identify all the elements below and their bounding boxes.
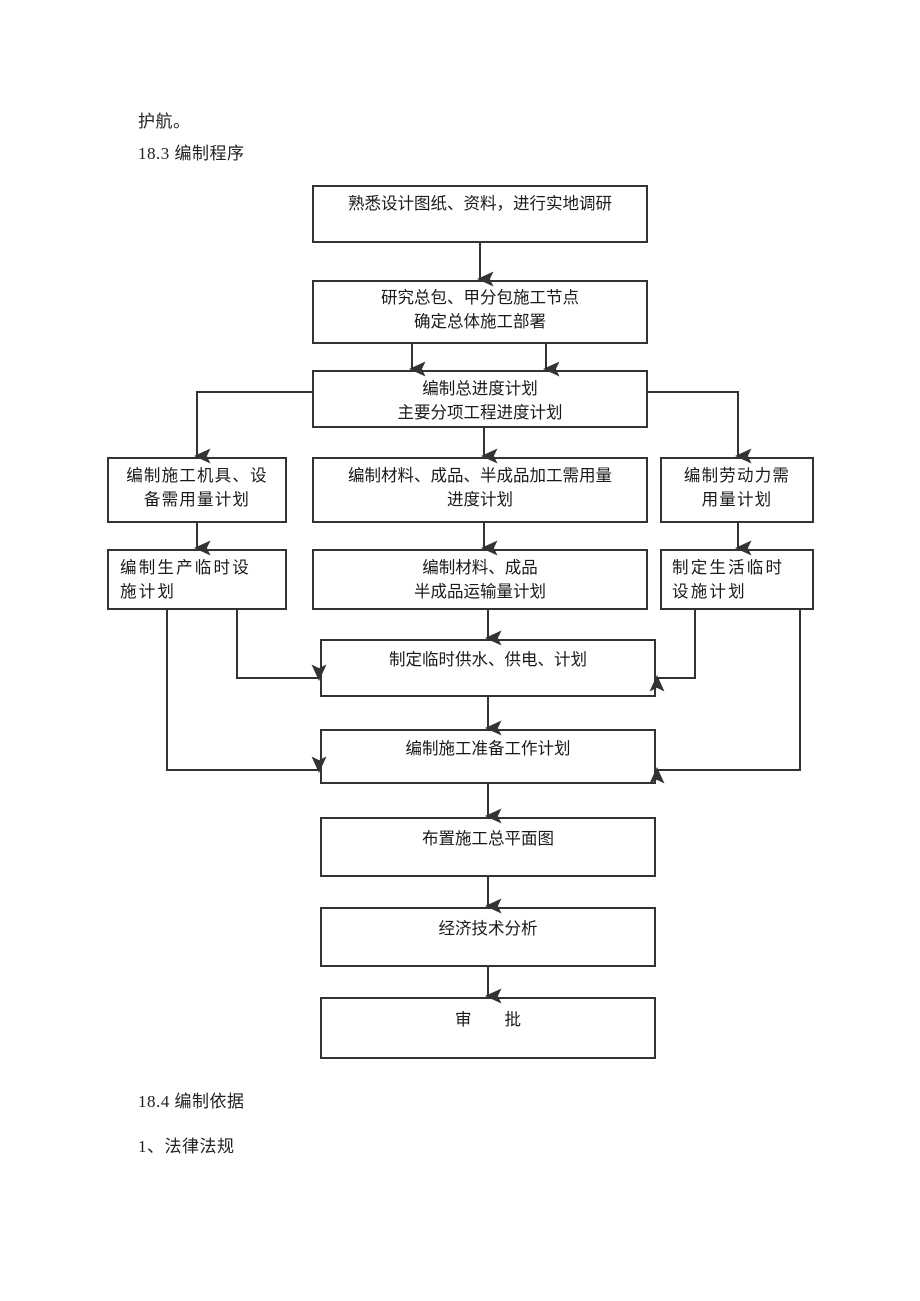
connector-n9-n11 [649, 609, 801, 784]
node-box-n9 [660, 549, 814, 610]
node-box-n14 [320, 997, 656, 1059]
node-box-n5 [312, 457, 648, 523]
list-item-legal-regulations: 1、法律法规 [138, 1137, 235, 1156]
connector-n3-n4 [194, 391, 313, 464]
node-box-n6 [660, 457, 814, 523]
heading-section-18-4: 18.4 编制依据 [138, 1092, 245, 1111]
connector-n3-n6 [647, 391, 752, 464]
node-box-n7 [107, 549, 287, 610]
node-box-n12 [320, 817, 656, 877]
connector-n7-n11 [166, 609, 327, 773]
node-box-n3 [312, 370, 648, 428]
node-box-n4 [107, 457, 287, 523]
node-box-n1 [312, 185, 648, 243]
node-box-n8 [312, 549, 648, 610]
connector-n7-n10 [236, 609, 327, 681]
paragraph-top-fragment: 护航。 [138, 112, 191, 131]
node-box-n10 [320, 639, 656, 697]
heading-section-18-3: 18.3 编制程序 [138, 144, 245, 163]
connector-n9-n10 [649, 609, 696, 692]
node-box-n11 [320, 729, 656, 784]
node-box-n13 [320, 907, 656, 967]
node-box-n2 [312, 280, 648, 344]
